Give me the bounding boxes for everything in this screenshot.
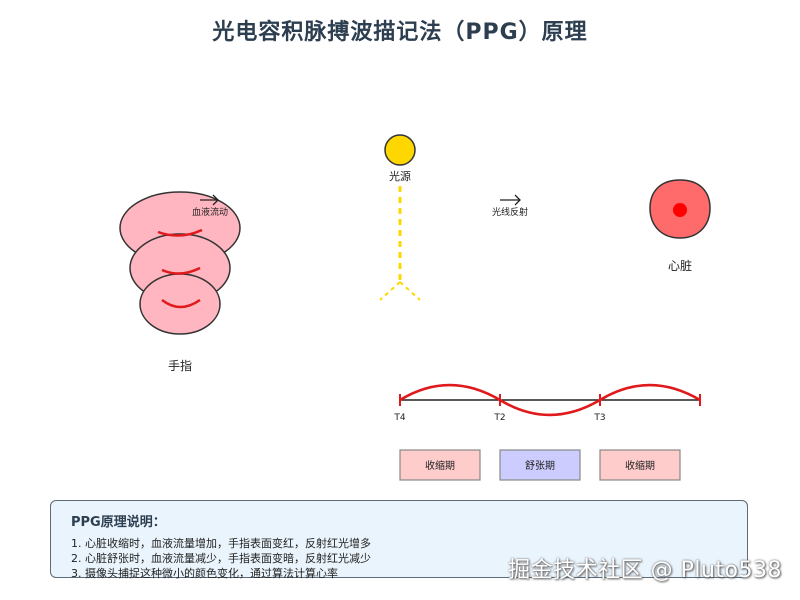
finger-label: 手指 xyxy=(168,358,192,373)
light-beam-right xyxy=(399,281,421,301)
pulse-waveform: T4 T2 T3 xyxy=(393,383,701,423)
heart-core xyxy=(673,203,687,217)
blood-vessel-top xyxy=(157,228,203,237)
heart-illustration: 心脏 xyxy=(649,179,711,273)
finger-illustration: 手指 xyxy=(119,191,241,373)
light-source-label: 光源 xyxy=(389,169,411,183)
phase-box-systole xyxy=(399,449,481,481)
info-title: PPG原理说明： xyxy=(71,515,166,530)
light-reflect-label: 光线反射 xyxy=(492,206,528,218)
info-line: 1. 心脏收缩时，血液流量增加，手指表面变红，反射红光增多 xyxy=(71,537,371,550)
light-reflect-annotation: 光线反射 xyxy=(492,194,528,218)
blood-flow-label: 血液流动 xyxy=(192,206,228,218)
phase-box-systole xyxy=(599,449,681,481)
blood-vessel-middle xyxy=(161,266,201,275)
info-line: 3. 摄像头捕捉这种微小的颜色变化，通过算法计算心率 xyxy=(71,567,338,580)
watermark: 掘金技术社区 @ Pluto538 xyxy=(508,558,782,583)
time-mark-label: T4 xyxy=(393,413,405,423)
time-mark-label: T2 xyxy=(493,413,505,423)
time-mark-label: T3 xyxy=(593,413,605,423)
phase-label: 收缩期 xyxy=(425,459,455,472)
phase-label: 收缩期 xyxy=(625,459,655,472)
blood-flow-annotation: 血液流动 xyxy=(192,194,228,218)
ppg-wave xyxy=(399,383,701,417)
arrow-right-icon xyxy=(500,194,521,206)
light-bulb-icon xyxy=(384,134,416,166)
light-source: 光源 xyxy=(379,134,421,301)
phase-label: 舒张期 xyxy=(525,459,555,472)
finger-segment-bottom xyxy=(139,273,221,335)
blood-vessel-bottom xyxy=(161,298,201,309)
heart-label: 心脏 xyxy=(668,258,692,273)
phase-box-diastole xyxy=(499,449,581,481)
diagram-title: 光电容积脉搏波描记法（PPG）原理 xyxy=(212,20,588,45)
info-line: 2. 心脏舒张时，血液流量减少，手指表面变暗，反射红光减少 xyxy=(71,552,371,565)
light-beam-left xyxy=(379,281,401,301)
arrow-right-icon xyxy=(200,194,219,206)
info-panel: PPG原理说明： 1. 心脏收缩时，血液流量增加，手指表面变红，反射红光增多 2… xyxy=(50,500,748,580)
cardiac-phases: 收缩期 舒张期 收缩期 xyxy=(399,449,681,481)
